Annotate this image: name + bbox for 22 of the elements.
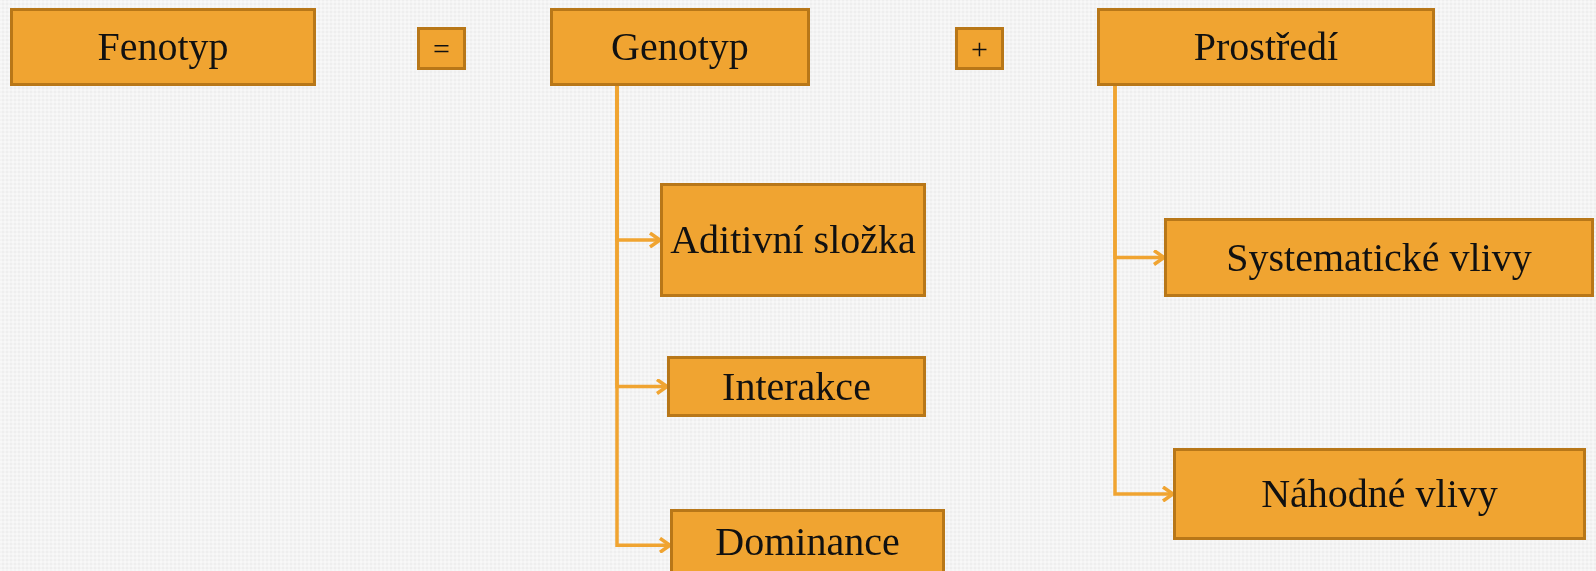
process-box [667,356,926,417]
process-box [1097,8,1435,86]
node-label: + [971,30,988,67]
node-label: Náhodné vlivy [1261,470,1498,518]
node-label: = [433,30,450,67]
process-box [1173,448,1586,540]
process-box [10,8,316,86]
arrow [1113,86,1175,503]
node-label: Fenotyp [97,23,229,71]
process-box [660,183,926,297]
process-box [1164,218,1594,297]
node-label: Systematické vlivy [1226,233,1532,282]
node-label: Prostředí [1193,23,1339,71]
node-label: Genotyp [611,23,749,71]
process-box [670,509,945,571]
node-label: Aditivní složka [670,216,916,264]
node-label: Interakce [722,362,871,411]
operator-box [955,27,1004,70]
arrow [615,86,672,555]
process-box [550,8,810,86]
node-label: Dominance [715,518,900,566]
operator-box [417,27,466,70]
